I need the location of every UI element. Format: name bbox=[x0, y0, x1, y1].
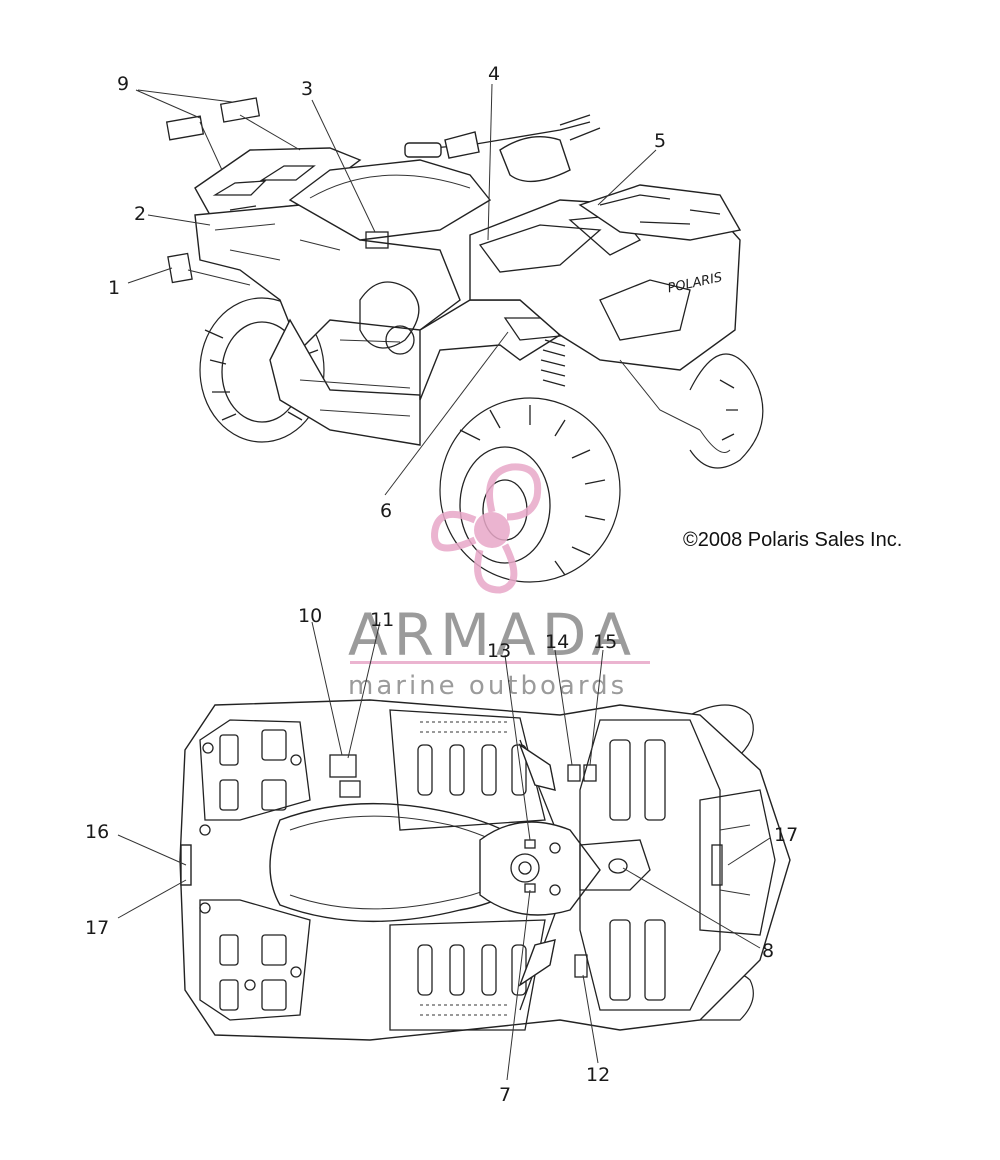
armada-watermark: ARMADA marine outboards bbox=[348, 463, 650, 701]
callout-4: 4 bbox=[488, 63, 500, 85]
callout-15: 15 bbox=[593, 631, 617, 653]
decal-10b bbox=[339, 780, 361, 798]
callout-13: 13 bbox=[487, 640, 511, 662]
propeller-logo-icon bbox=[431, 463, 542, 594]
decal-9a bbox=[165, 115, 205, 141]
callout-7: 7 bbox=[499, 1084, 511, 1106]
decal-3 bbox=[365, 231, 389, 249]
callout-8: 8 bbox=[762, 940, 774, 962]
decal-9b bbox=[219, 97, 261, 123]
front-left-wheel bbox=[439, 397, 621, 583]
callout-3: 3 bbox=[301, 78, 313, 100]
callout-11: 11 bbox=[370, 609, 394, 631]
callout-14: 14 bbox=[545, 631, 569, 653]
decal-14 bbox=[567, 764, 581, 782]
atv-body bbox=[194, 114, 742, 583]
atv-side-view: POLARIS 9 2 1 3 4 5 6 ©2008 Polaris Sale… bbox=[108, 63, 902, 583]
footrest-right bbox=[389, 919, 546, 1031]
callout-12: 12 bbox=[586, 1064, 610, 1086]
callout-17-rear: 17 bbox=[85, 917, 109, 939]
watermark-title: ARMADA bbox=[348, 601, 637, 669]
callout-2: 2 bbox=[134, 203, 146, 225]
decal-12 bbox=[574, 954, 588, 978]
callout-17-front: 17 bbox=[774, 824, 798, 846]
decal-1 bbox=[167, 252, 193, 284]
watermark-rule bbox=[350, 661, 650, 664]
callout-10: 10 bbox=[298, 605, 322, 627]
callout-5: 5 bbox=[654, 130, 666, 152]
rear-right-wheel bbox=[689, 353, 764, 469]
watermark-subtitle: marine outboards bbox=[348, 671, 627, 701]
callout-16: 16 bbox=[85, 821, 109, 843]
decal-10 bbox=[329, 754, 357, 778]
callout-6: 6 bbox=[380, 500, 392, 522]
footrest-left bbox=[389, 709, 546, 831]
callout-9: 9 bbox=[117, 73, 129, 95]
atv-top-view: 10 11 13 14 15 16 17 17 8 12 7 bbox=[85, 605, 798, 1106]
copyright-notice: ©2008 Polaris Sales Inc. bbox=[683, 529, 902, 551]
callout-1: 1 bbox=[108, 277, 120, 299]
